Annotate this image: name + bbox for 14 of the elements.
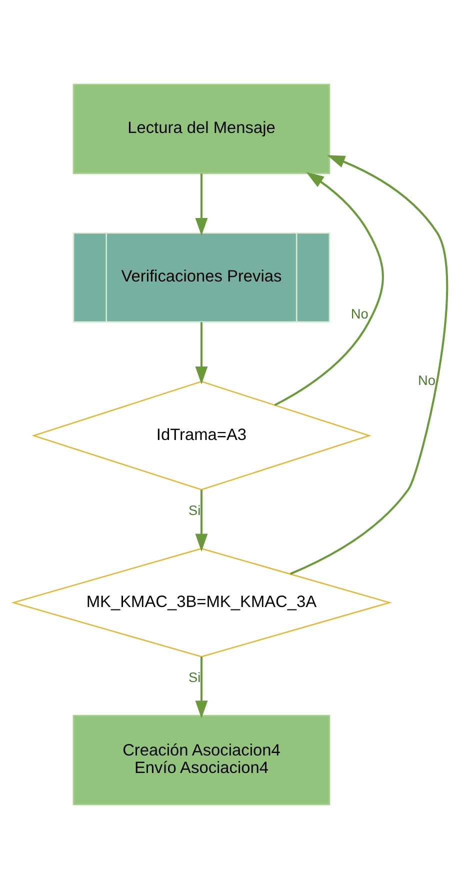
edge-label: Si	[188, 670, 201, 685]
node-box: Creación Asociacion4 Envío Asociacion4	[72, 714, 330, 806]
arrow	[195, 490, 208, 552]
arrow	[274, 172, 384, 406]
node-diamond: MK_KMAC_3B=MK_KMAC_3A	[11, 548, 392, 658]
edge-label: No	[350, 306, 368, 322]
arrow	[195, 174, 208, 236]
arrow	[195, 656, 208, 718]
node-box: Lectura del Mensaje	[72, 84, 330, 174]
node-diamond: IdTrama=A3	[32, 380, 372, 490]
edge-label: No	[418, 372, 436, 388]
arrow	[290, 155, 448, 575]
edge-label: Si	[188, 502, 201, 518]
arrow	[195, 322, 208, 384]
